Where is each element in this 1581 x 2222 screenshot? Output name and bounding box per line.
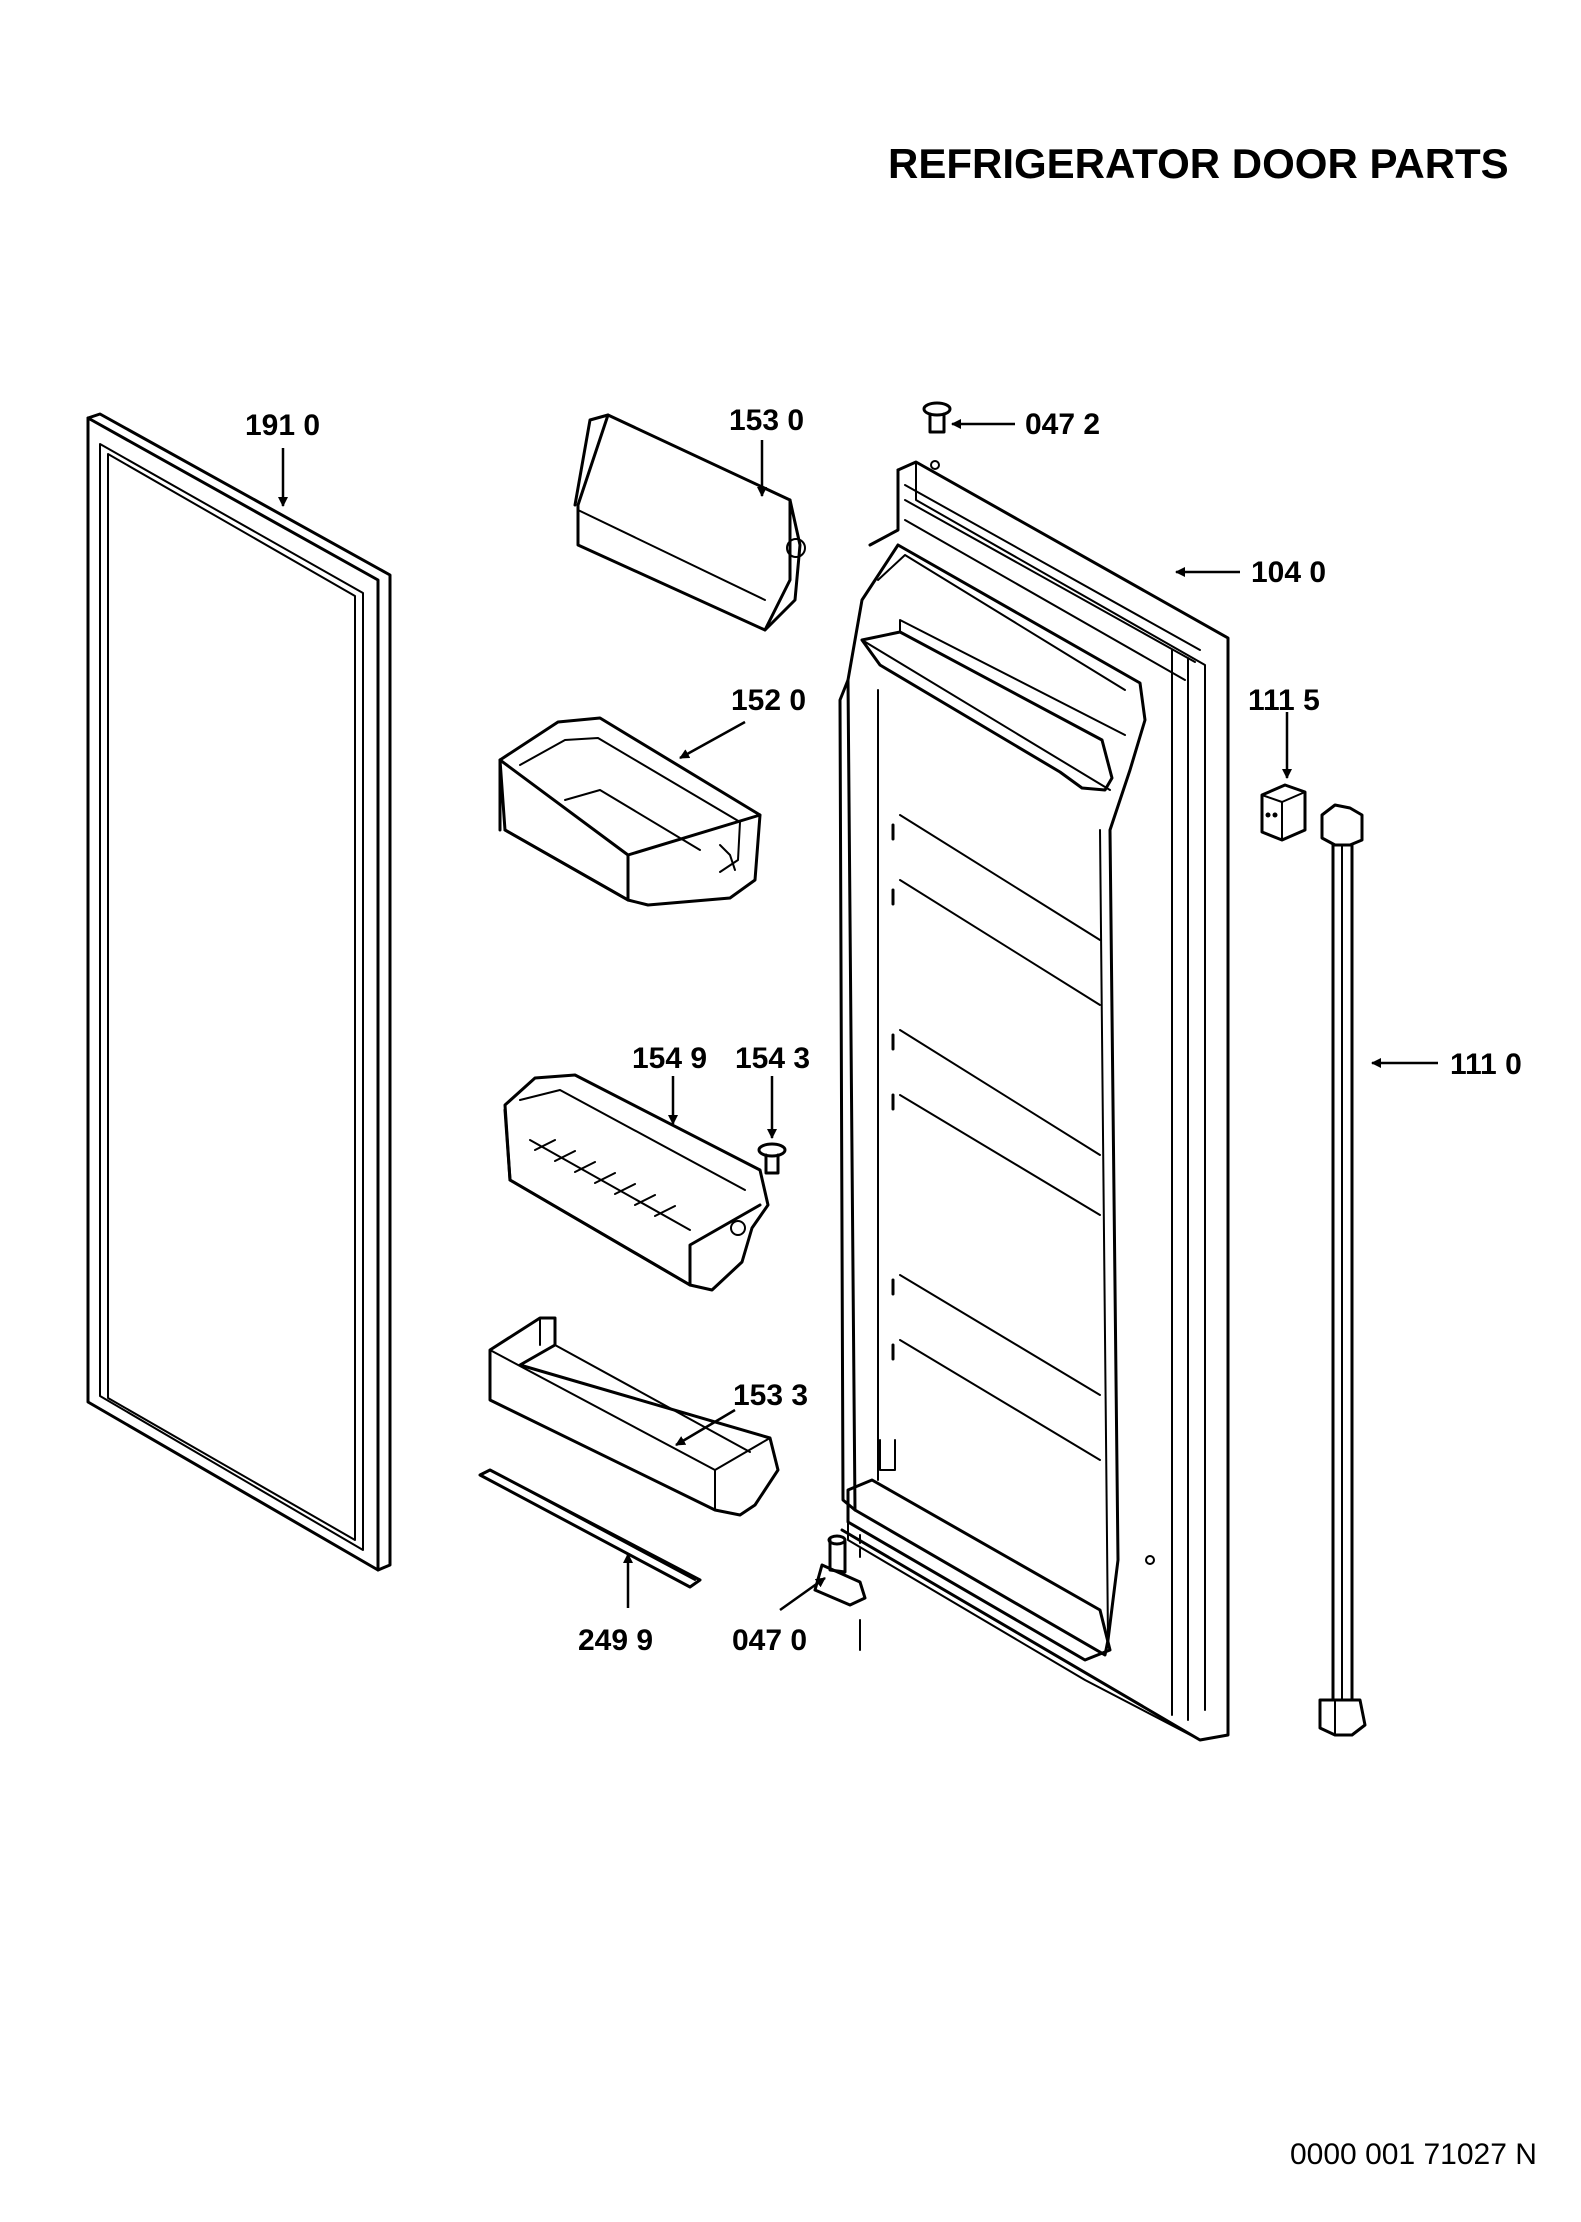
- page-title: REFRIGERATOR DOOR PARTS: [888, 140, 1509, 187]
- bin-screw-part: [757, 1142, 787, 1175]
- part-labels: 191 0 153 0 047 2 104 0 152 0 111 5 154 …: [245, 404, 1522, 1657]
- label-middle-bin: 154 9: [632, 1042, 707, 1075]
- label-bottom-hinge: 047 0: [732, 1624, 807, 1657]
- door-gasket: [86, 412, 392, 1572]
- label-door: 104 0: [1251, 556, 1326, 589]
- label-top-cover: 153 0: [729, 404, 804, 437]
- handle-part: [1318, 803, 1367, 1737]
- label-upper-bin: 152 0: [731, 684, 806, 717]
- handle-cap-part: [1260, 783, 1307, 842]
- label-lower-shelf: 153 3: [733, 1379, 808, 1412]
- leader-lines: [278, 419, 1438, 1612]
- label-bin-screw: 154 3: [735, 1042, 810, 1075]
- label-shelf-strip: 249 9: [578, 1624, 653, 1657]
- middle-bin-part: [503, 1073, 770, 1292]
- label-handle: 111 0: [1450, 1048, 1522, 1081]
- lower-shelf-part: [488, 1316, 780, 1517]
- upper-bin-part: [498, 716, 762, 907]
- bin-rack-slots: [534, 1139, 676, 1217]
- bottom-hinge-part: [813, 1534, 867, 1651]
- top-screw-part: [922, 401, 952, 434]
- document-code: 0000 001 71027 N: [1290, 2138, 1537, 2171]
- label-gasket: 191 0: [245, 409, 320, 442]
- label-top-screw: 047 2: [1025, 408, 1100, 441]
- top-cover-part: [573, 413, 806, 632]
- label-handle-cap: 111 5: [1248, 684, 1320, 717]
- shelf-strip-part: [478, 1468, 702, 1589]
- door-part: [838, 460, 1230, 1742]
